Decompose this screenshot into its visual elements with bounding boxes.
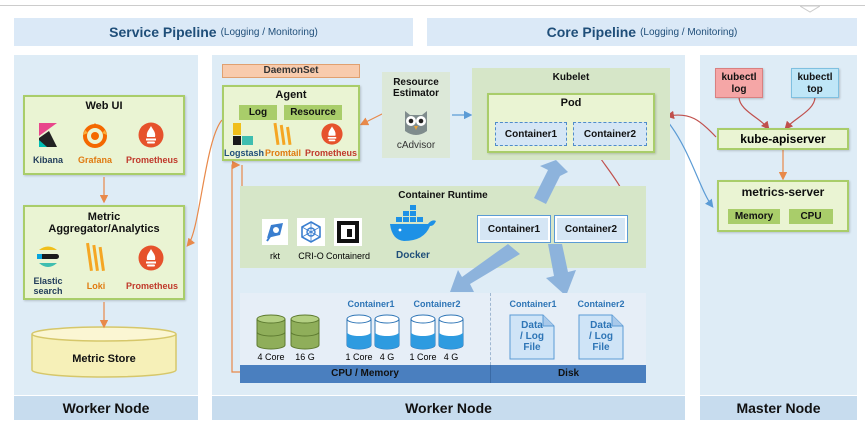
web-ui-title: Web UI [85, 100, 123, 112]
left-worker-footer: Worker Node [14, 396, 198, 420]
data-log-file-2: Data / Log File [578, 314, 624, 360]
core-pipeline-header: Core Pipeline (Logging / Monitoring) [427, 18, 857, 46]
runtime-container2: Container2 [555, 216, 627, 242]
kubectl-top-line2: top [807, 84, 823, 95]
metric-store-cylinder: Metric Store [30, 326, 178, 378]
service-pipeline-title: Service Pipeline [109, 24, 217, 40]
memory-tag: Memory [728, 209, 780, 224]
master-footer: Master Node [700, 396, 857, 420]
service-pipeline-header: Service Pipeline (Logging / Monitoring) [14, 18, 413, 46]
grafana-icon [81, 120, 109, 150]
kube-apiserver-box: kube-apiserver [717, 128, 849, 150]
middle-worker-footer: Worker Node [212, 396, 685, 420]
kibana-icon [36, 122, 60, 148]
file1-line1: Data [521, 320, 543, 331]
c2-core-cylinder-icon [410, 314, 436, 350]
c2-memory-cylinder-icon [438, 314, 464, 350]
disk-container1-label: Container1 [509, 299, 557, 309]
data-log-file-1: Data / Log File [509, 314, 555, 360]
resource-estimator-line1: Resource [393, 77, 439, 88]
cpu-container2-label: Container2 [413, 299, 461, 309]
c1-memory-value: 4 G [379, 352, 395, 362]
kubectl-top-box: kubectl top [791, 68, 839, 98]
prometheus-label-aggregator: Prometheus [125, 281, 178, 291]
rkt-icon [262, 219, 288, 245]
logstash-icon [232, 122, 254, 146]
kubectl-log-line1: kubectl [721, 72, 757, 83]
prometheus-icon [137, 121, 165, 149]
metrics-server-box: metrics-server [717, 180, 849, 232]
metrics-server-title: metrics-server [741, 185, 825, 199]
aggregator-title-line2: Aggregator/Analytics [48, 223, 160, 235]
c1-core-cylinder-icon [346, 314, 372, 350]
c2-core-value: 1 Core [409, 352, 437, 362]
node-core-value: 4 Core [257, 352, 285, 362]
resource-tag: Resource [284, 105, 342, 120]
containerd-icon [334, 218, 362, 246]
loki-icon [84, 240, 108, 274]
file1-line2: / Log [520, 331, 544, 342]
promtail-icon [272, 121, 294, 147]
top-rule [0, 0, 865, 6]
loki-label: Loki [86, 281, 106, 291]
resource-estimator-line2: Estimator [392, 88, 440, 99]
cadvisor-label: cAdvisor [396, 140, 436, 151]
disk-container2-label: Container2 [577, 299, 625, 309]
kibana-label: Kibana [32, 155, 63, 165]
disk-bar: Disk [490, 365, 646, 383]
rkt-label: rkt [270, 251, 280, 261]
runtime-container1: Container1 [478, 216, 550, 242]
elasticsearch-label-line1: Elastic [33, 276, 63, 286]
elasticsearch-label-line2: search [33, 286, 63, 296]
cpu-tag: CPU [789, 209, 833, 224]
elasticsearch-icon [35, 243, 61, 271]
docker-whale-icon [388, 204, 438, 246]
docker-label: Docker [396, 250, 430, 261]
node-memory-value: 16 G [295, 352, 315, 362]
cadvisor-owl-icon [401, 106, 431, 138]
cpu-container1-label: Container1 [347, 299, 395, 309]
promtail-label: Promtail [264, 148, 301, 158]
container-runtime-title: Container Runtime [398, 190, 488, 201]
prometheus-icon [137, 244, 165, 272]
grafana-label: Grafana [77, 155, 112, 165]
daemonset-label: DaemonSet [222, 64, 360, 78]
agent-title: Agent [275, 89, 307, 101]
service-pipeline-subtitle: (Logging / Monitoring) [220, 26, 318, 38]
c1-memory-cylinder-icon [374, 314, 400, 350]
kubelet-title: Kubelet [552, 72, 590, 83]
log-tag: Log [239, 105, 277, 120]
prometheus-icon [320, 122, 344, 146]
node-memory-cylinder-icon [290, 314, 320, 350]
cri-o-icon [297, 218, 325, 246]
prometheus-label-webui: Prometheus [125, 155, 178, 165]
pod-title: Pod [560, 97, 582, 109]
kubectl-top-line1: kubectl [797, 72, 833, 83]
file2-line2: / Log [589, 331, 613, 342]
aggregator-title-line1: Metric [87, 211, 121, 223]
kubectl-log-box: kubectl log [715, 68, 763, 98]
file1-line3: File [523, 342, 541, 353]
containerd-label: Containerd [325, 251, 371, 261]
logstash-label: Logstash [224, 148, 265, 158]
c2-memory-value: 4 G [443, 352, 459, 362]
fold-corner [798, 0, 822, 13]
cpu-memory-bar: CPU / Memory [240, 365, 490, 383]
file2-line1: Data [590, 320, 612, 331]
kubectl-log-line2: log [731, 84, 747, 95]
core-pipeline-title: Core Pipeline [546, 24, 637, 40]
metric-store-label: Metric Store [72, 353, 136, 365]
prometheus-label-agent: Prometheus [304, 148, 357, 158]
pod-container1: Container1 [495, 122, 567, 146]
agent-box: Agent [222, 85, 360, 161]
core-pipeline-subtitle: (Logging / Monitoring) [640, 26, 738, 38]
cri-o-label: CRI-O [298, 251, 324, 261]
file2-line3: File [592, 342, 610, 353]
node-core-cylinder-icon [256, 314, 286, 350]
c1-core-value: 1 Core [345, 352, 373, 362]
pod-container2: Container2 [573, 122, 647, 146]
